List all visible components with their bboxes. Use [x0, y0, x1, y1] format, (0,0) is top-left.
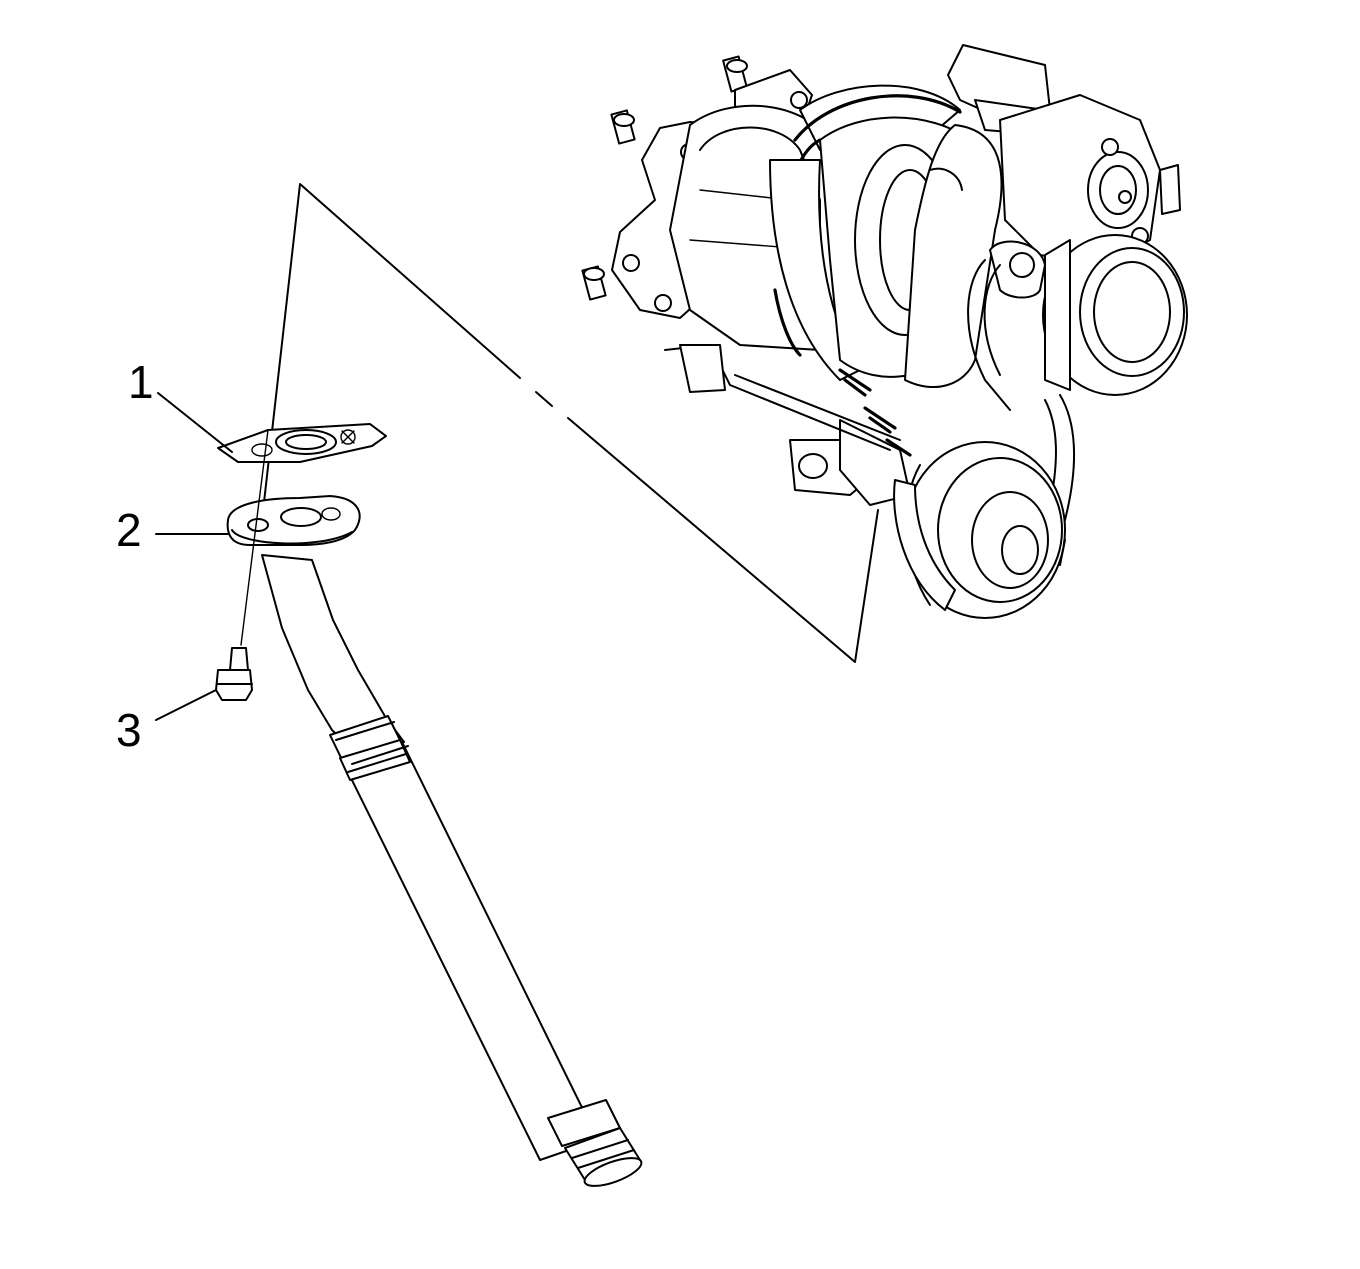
assembly-leader-line — [261, 183, 879, 663]
gasket — [217, 423, 387, 463]
callout-1: 1 — [128, 356, 154, 408]
bolt — [215, 429, 269, 701]
callout-2: 2 — [116, 504, 142, 556]
turbocharger — [581, 44, 1188, 619]
callout-3: 3 — [116, 704, 142, 756]
housing-markings — [838, 368, 912, 457]
wastegate-actuator — [947, 44, 1181, 266]
compressor-outlet — [904, 124, 1003, 389]
mounting-studs — [581, 55, 748, 301]
oil-return-tube — [226, 495, 643, 1187]
leader-1 — [157, 392, 233, 453]
leader-3 — [155, 689, 217, 721]
mounting-bracket — [664, 344, 911, 506]
callout-leaders — [155, 392, 233, 721]
turbine-outlet — [893, 441, 1066, 619]
compressor-inlet — [1042, 234, 1188, 396]
